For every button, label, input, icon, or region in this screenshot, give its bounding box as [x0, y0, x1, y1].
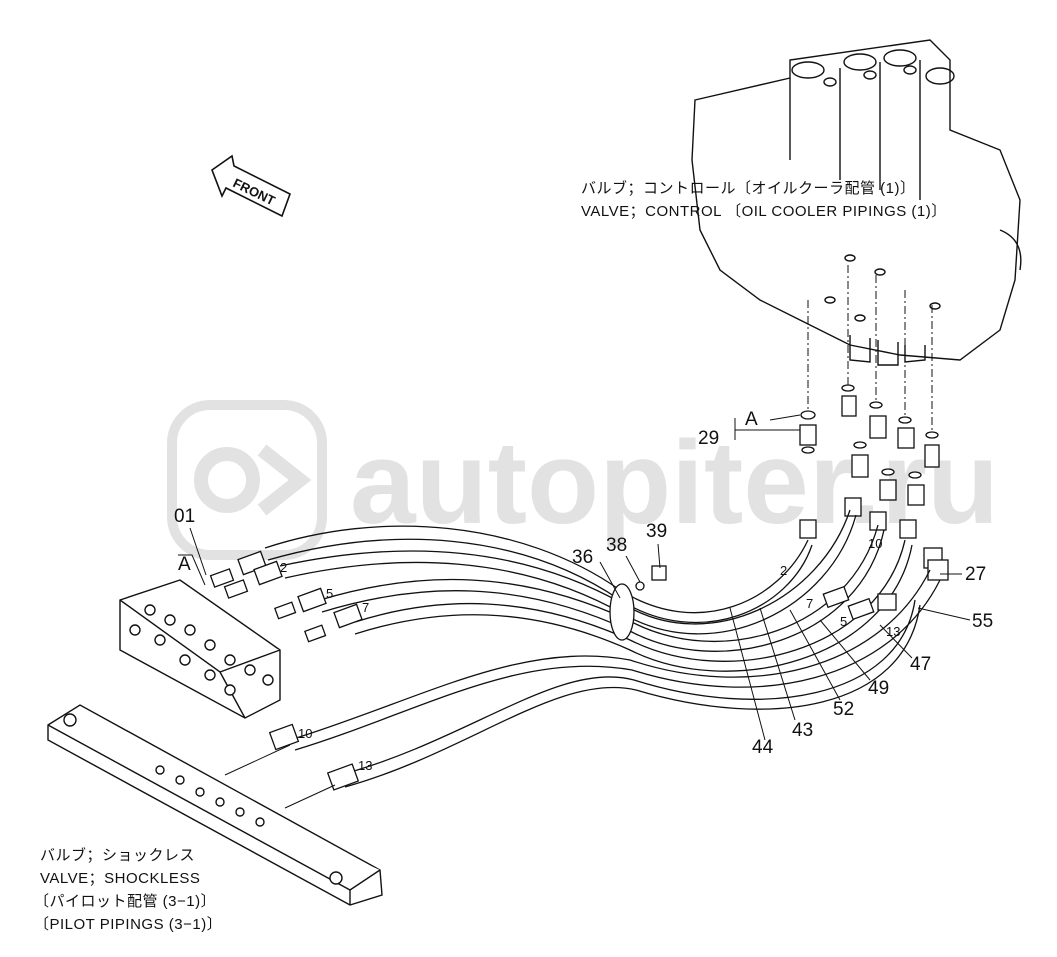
valve-side-fittings: [799, 384, 949, 581]
control-caption-jp: バルブ；コントロール〔オイルクーラ配管 (1)〕: [581, 179, 916, 197]
callout-47: 47: [910, 654, 931, 675]
hose-tag-7-right: 7: [806, 596, 813, 611]
watermark-logo-a: [194, 447, 260, 513]
front-arrow: FRONT: [211, 154, 291, 218]
callout-a-right: A: [745, 409, 758, 430]
watermark-logo-box: [167, 400, 327, 560]
callout-36: 36: [572, 547, 593, 568]
watermark-logo-arrow: [257, 444, 312, 516]
callout-52: 52: [833, 699, 854, 720]
control-valve-body: [691, 39, 1022, 366]
callout-39: 39: [646, 521, 667, 542]
hose-tags: 2 5 7 10 13 2 10 5 7 13: [280, 536, 900, 773]
callout-a-left: A: [178, 554, 191, 575]
hose-tag-5-right: 5: [840, 614, 847, 629]
callout-leaders: [178, 414, 971, 741]
hose-tag-13-right: 13: [886, 624, 900, 639]
callout-01: 01: [174, 506, 195, 527]
callout-27: 27: [965, 564, 986, 585]
caption-leaders: [224, 744, 336, 809]
control-valve-caption: バルブ；コントロール〔オイルクーラ配管 (1)〕 VALVE；CONTROL 〔…: [581, 179, 947, 220]
callout-55: 55: [972, 611, 993, 632]
part-callouts: 01 A A 29 36 38 39 27 55 47 49 52 43 44: [174, 409, 993, 758]
bracket-plate: [47, 704, 383, 906]
hose-end-fittings: [209, 550, 897, 791]
hose-tag-10-left: 10: [298, 726, 312, 741]
control-caption-en: VALVE；CONTROL 〔OIL COOLER PIPINGS (1)〕: [581, 203, 947, 220]
hose-tag-5: 5: [326, 586, 333, 601]
hose-bundle: [264, 509, 941, 788]
callout-49: 49: [868, 678, 889, 699]
callout-44: 44: [752, 737, 774, 758]
hose-tag-2-left: 2: [280, 560, 287, 575]
manifold-block: [119, 579, 281, 719]
callout-38: 38: [606, 535, 627, 556]
callout-43: 43: [792, 720, 813, 741]
hose-tag-10-right: 10: [868, 536, 882, 551]
shockless-caption-en2: 〔PILOT PIPINGS (3−1)〕: [34, 916, 222, 933]
front-arrow-shape: [211, 154, 291, 218]
hose-tag-2-right: 2: [780, 563, 787, 578]
shockless-caption-en1: VALVE；SHOCKLESS: [40, 870, 200, 887]
hose-tag-7: 7: [362, 600, 369, 615]
hose-tag-13-left: 13: [358, 758, 372, 773]
shockless-valve-caption: バルブ；ショックレス VALVE；SHOCKLESS 〔パイロット配管 (3−1…: [34, 846, 222, 933]
shockless-caption-jp1: バルブ；ショックレス: [40, 846, 195, 864]
shockless-caption-jp2: 〔パイロット配管 (3−1)〕: [34, 893, 216, 910]
callout-29: 29: [698, 428, 719, 449]
port-leader-lines: [807, 265, 933, 430]
